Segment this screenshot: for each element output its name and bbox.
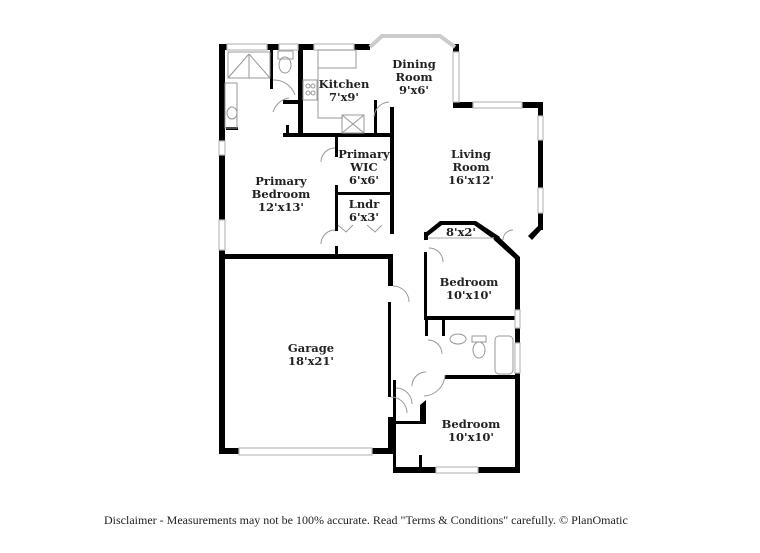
walls [219,44,543,473]
closet-label: 8'x2' [446,225,476,239]
bedroom-1-label: Bedroom 10'x10' [439,275,499,302]
laundry-label: Lndr 6'x3' [348,197,380,224]
dining-room-label: Dining Room 9'x6' [392,57,436,97]
doors-and-fixtures [224,49,514,414]
primary-bedroom-label: Primary Bedroom 12'x13' [251,174,311,214]
kitchen-label: Kitchen 7'x9' [318,77,370,104]
garage-label: Garage 18'x21' [287,341,335,368]
living-room-label: Living Room 16'x12' [448,147,494,187]
bedroom-2-label: Bedroom 10'x10' [441,417,501,444]
disclaimer-text: Disclaimer - Measurements may not be 100… [104,513,628,527]
primary-wic-label: Primary WIC 6'x6' [338,147,390,187]
windows [218,34,544,474]
